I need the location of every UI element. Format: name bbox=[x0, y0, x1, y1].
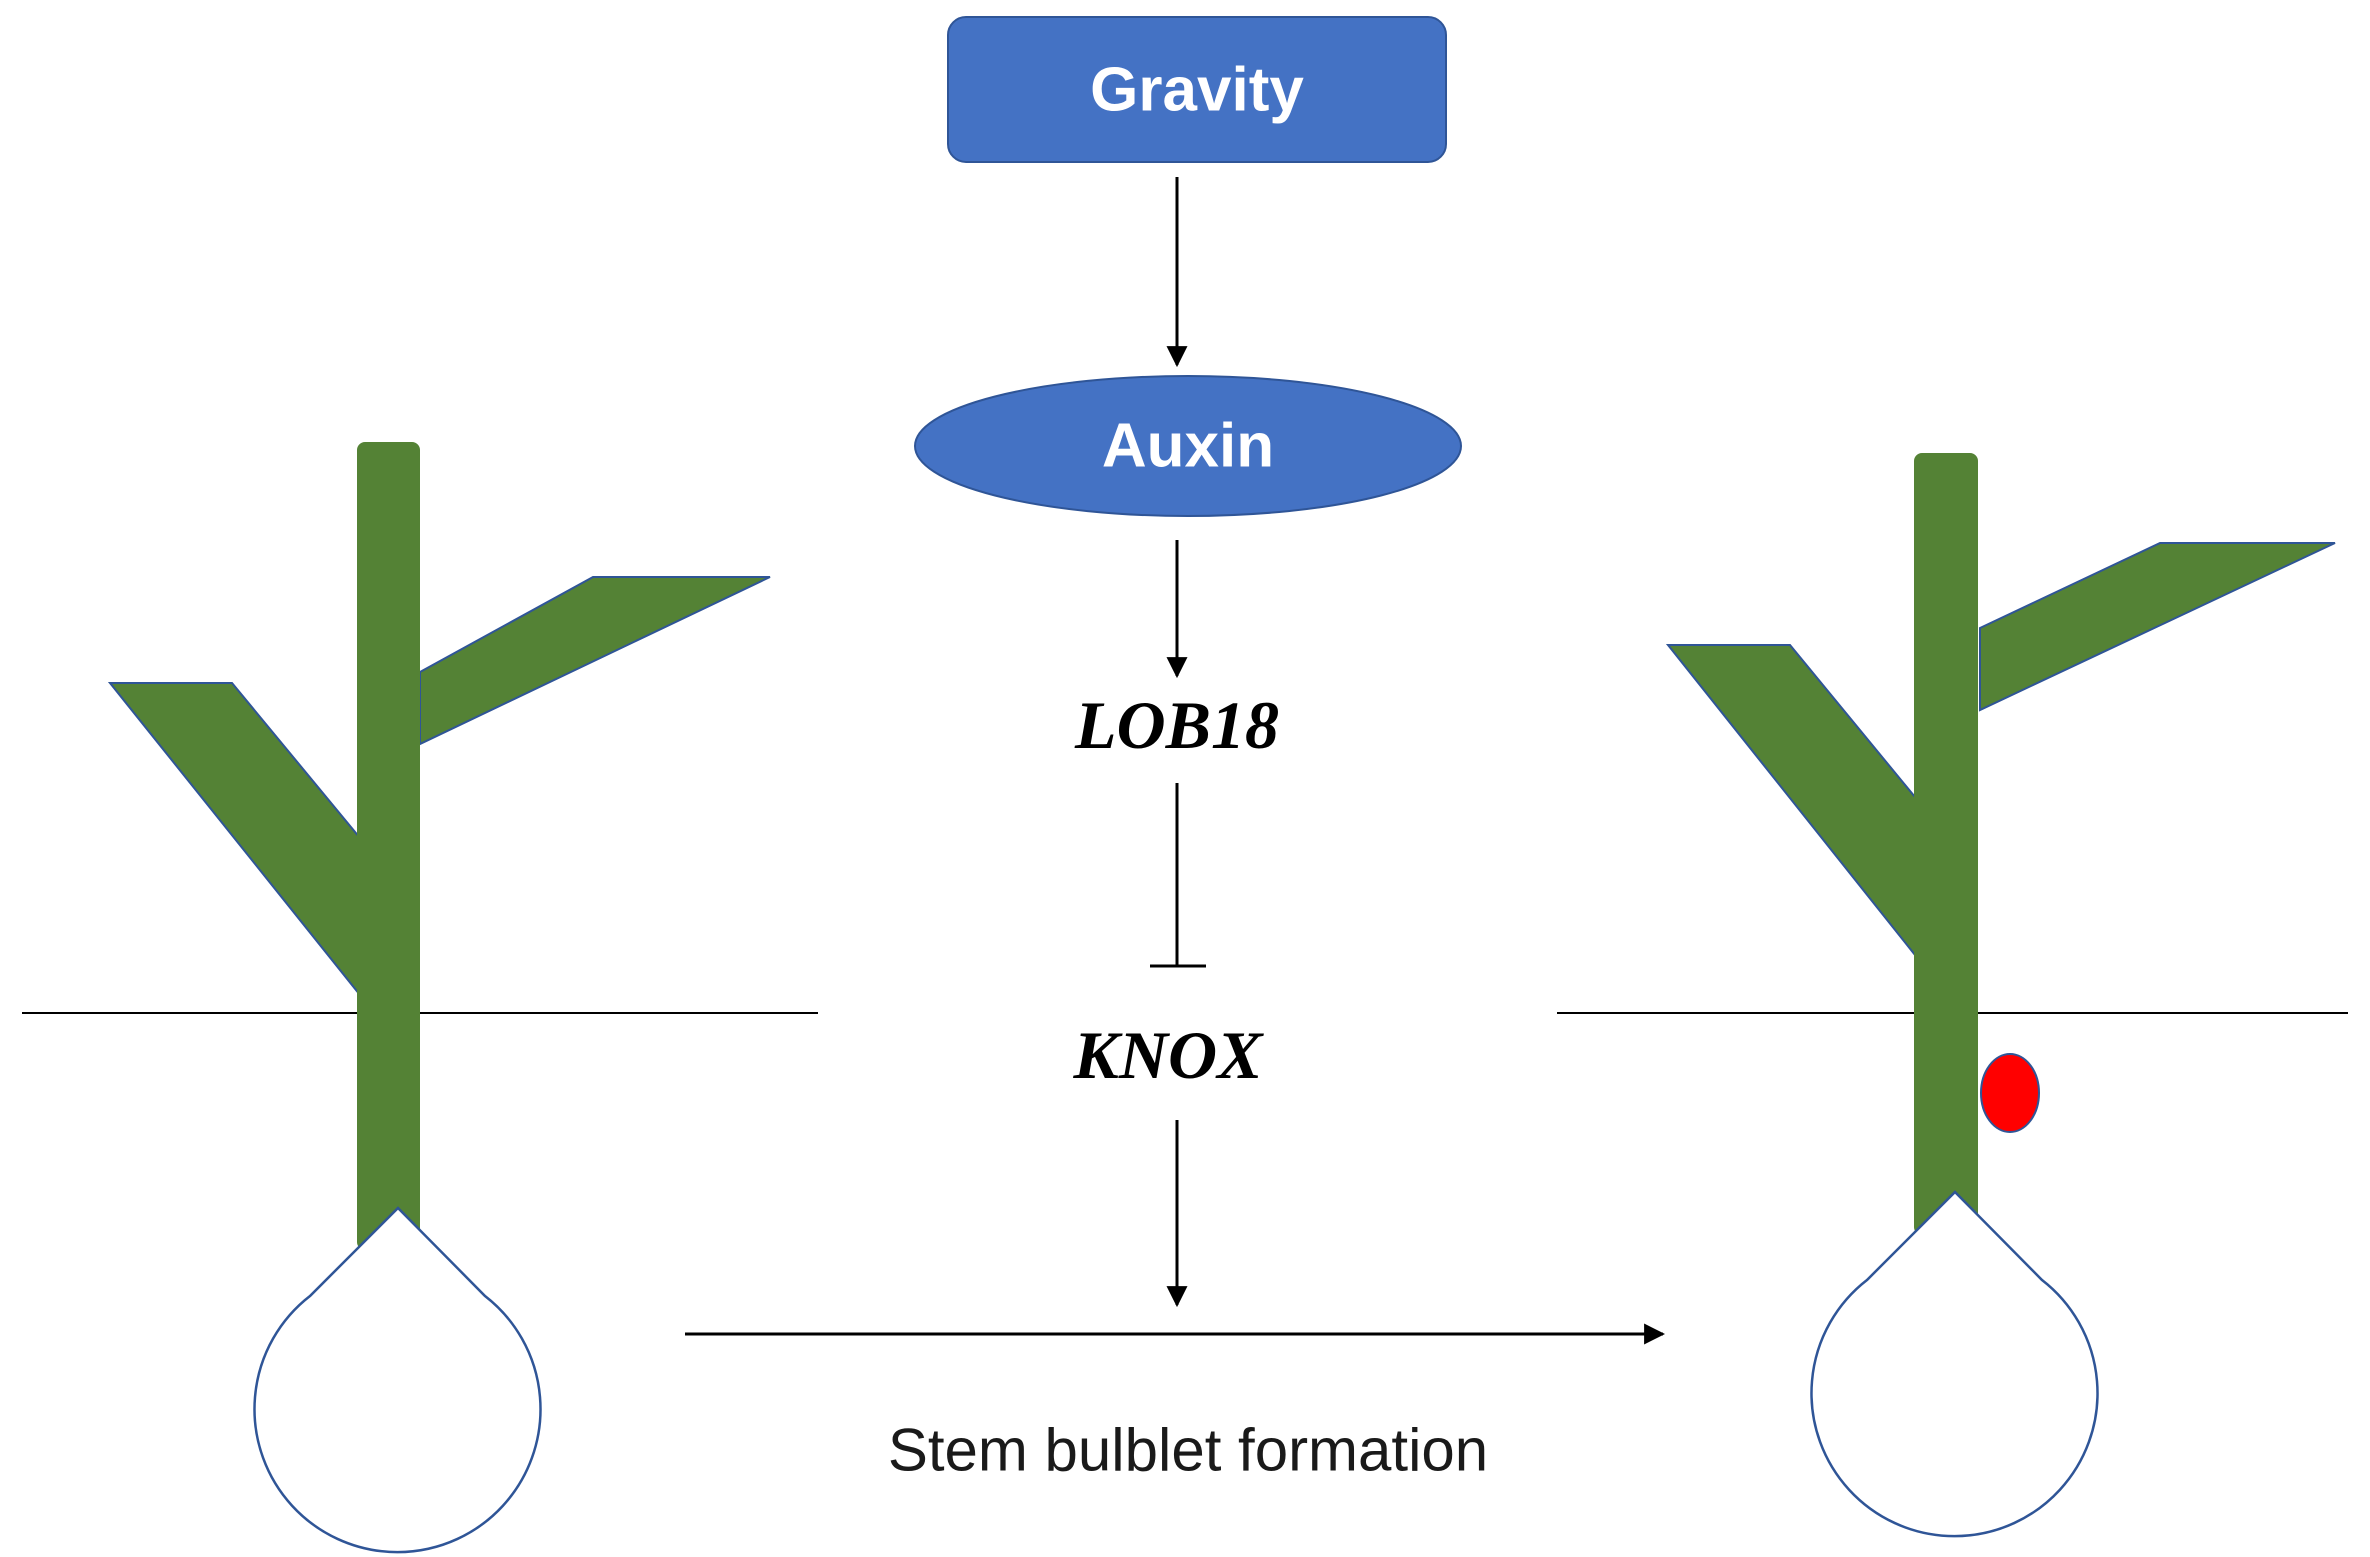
left-bulb bbox=[253, 1206, 542, 1554]
inhibition-lob18-to-knox bbox=[1150, 783, 1206, 968]
stem-bulblet-marker bbox=[1980, 1053, 2040, 1133]
auxin-node: Auxin bbox=[914, 375, 1462, 517]
right-stem bbox=[1914, 453, 1978, 1235]
left-leaf-left bbox=[107, 682, 361, 998]
right-bulb bbox=[1810, 1190, 2099, 1538]
left-plant bbox=[22, 442, 818, 1554]
process-label: Stem bulblet formation bbox=[888, 1417, 1488, 1484]
lob18-label: LOB18 bbox=[1074, 687, 1279, 763]
auxin-ellipse bbox=[914, 375, 1462, 517]
right-leaf-left bbox=[1665, 644, 1916, 958]
right-leaf-right bbox=[1979, 542, 2336, 712]
left-stem bbox=[357, 442, 420, 1250]
right-plant bbox=[1557, 453, 2348, 1538]
gravity-box bbox=[947, 16, 1447, 163]
left-leaf-right bbox=[419, 576, 771, 746]
knox-label: KNOX bbox=[1073, 1017, 1265, 1093]
auxin-label: Auxin bbox=[1102, 412, 1274, 481]
gravity-label: Gravity bbox=[1090, 56, 1304, 125]
gravity-node: Gravity bbox=[947, 16, 1447, 163]
